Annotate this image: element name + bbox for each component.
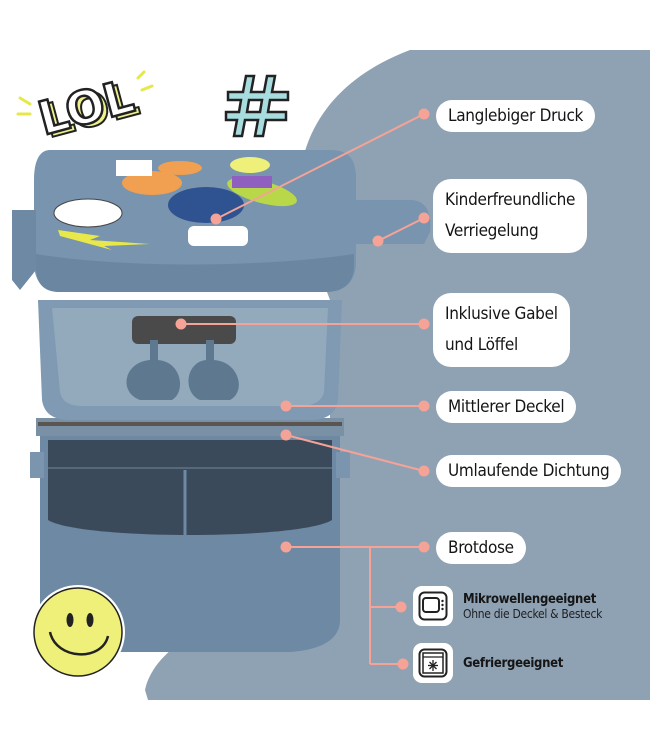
callout-label-middle-lid: Mittlerer Deckel: [436, 391, 577, 423]
callout-label-lunchbox: Brotdose: [436, 532, 526, 564]
feature-title: Mikrowellengeeignet: [463, 591, 597, 607]
callout-text-line1: Inklusive Gabel: [445, 304, 558, 324]
feature-freezer-safe: Gefriergeeignet: [413, 643, 563, 683]
callout-text: Umlaufende Dichtung: [448, 461, 610, 481]
callout-text-line1: Kinderfreundliche: [445, 190, 576, 210]
feature-microwave-safe: Mikrowellengeeignet Ohne die Deckel & Be…: [413, 586, 602, 626]
callout-text-line2: und Löffel: [445, 335, 518, 355]
microwave-icon: [413, 586, 453, 626]
hash-sticker-icon: [224, 74, 290, 138]
callout-label-durable-print: Langlebiger Druck: [436, 100, 596, 132]
feature-subtitle: Ohne die Deckel & Besteck: [463, 606, 603, 621]
callout-text: Brotdose: [448, 538, 514, 558]
callout-label-child-safe-lock: Kinderfreundliche Verriegelung: [433, 179, 588, 253]
feature-title: Gefriergeeignet: [463, 655, 564, 671]
callout-text-line2: Verriegelung: [445, 221, 539, 241]
callout-label-fork-spoon: Inklusive Gabel und Löffel: [433, 293, 570, 367]
freezer-icon: [413, 643, 453, 683]
callout-label-seal: Umlaufende Dichtung: [436, 455, 622, 487]
smiley-sticker-icon: [31, 585, 125, 679]
callout-text: Langlebiger Druck: [448, 106, 584, 126]
lol-sticker-icon: LOL LOL: [16, 68, 154, 148]
callout-text: Mittlerer Deckel: [448, 397, 565, 417]
